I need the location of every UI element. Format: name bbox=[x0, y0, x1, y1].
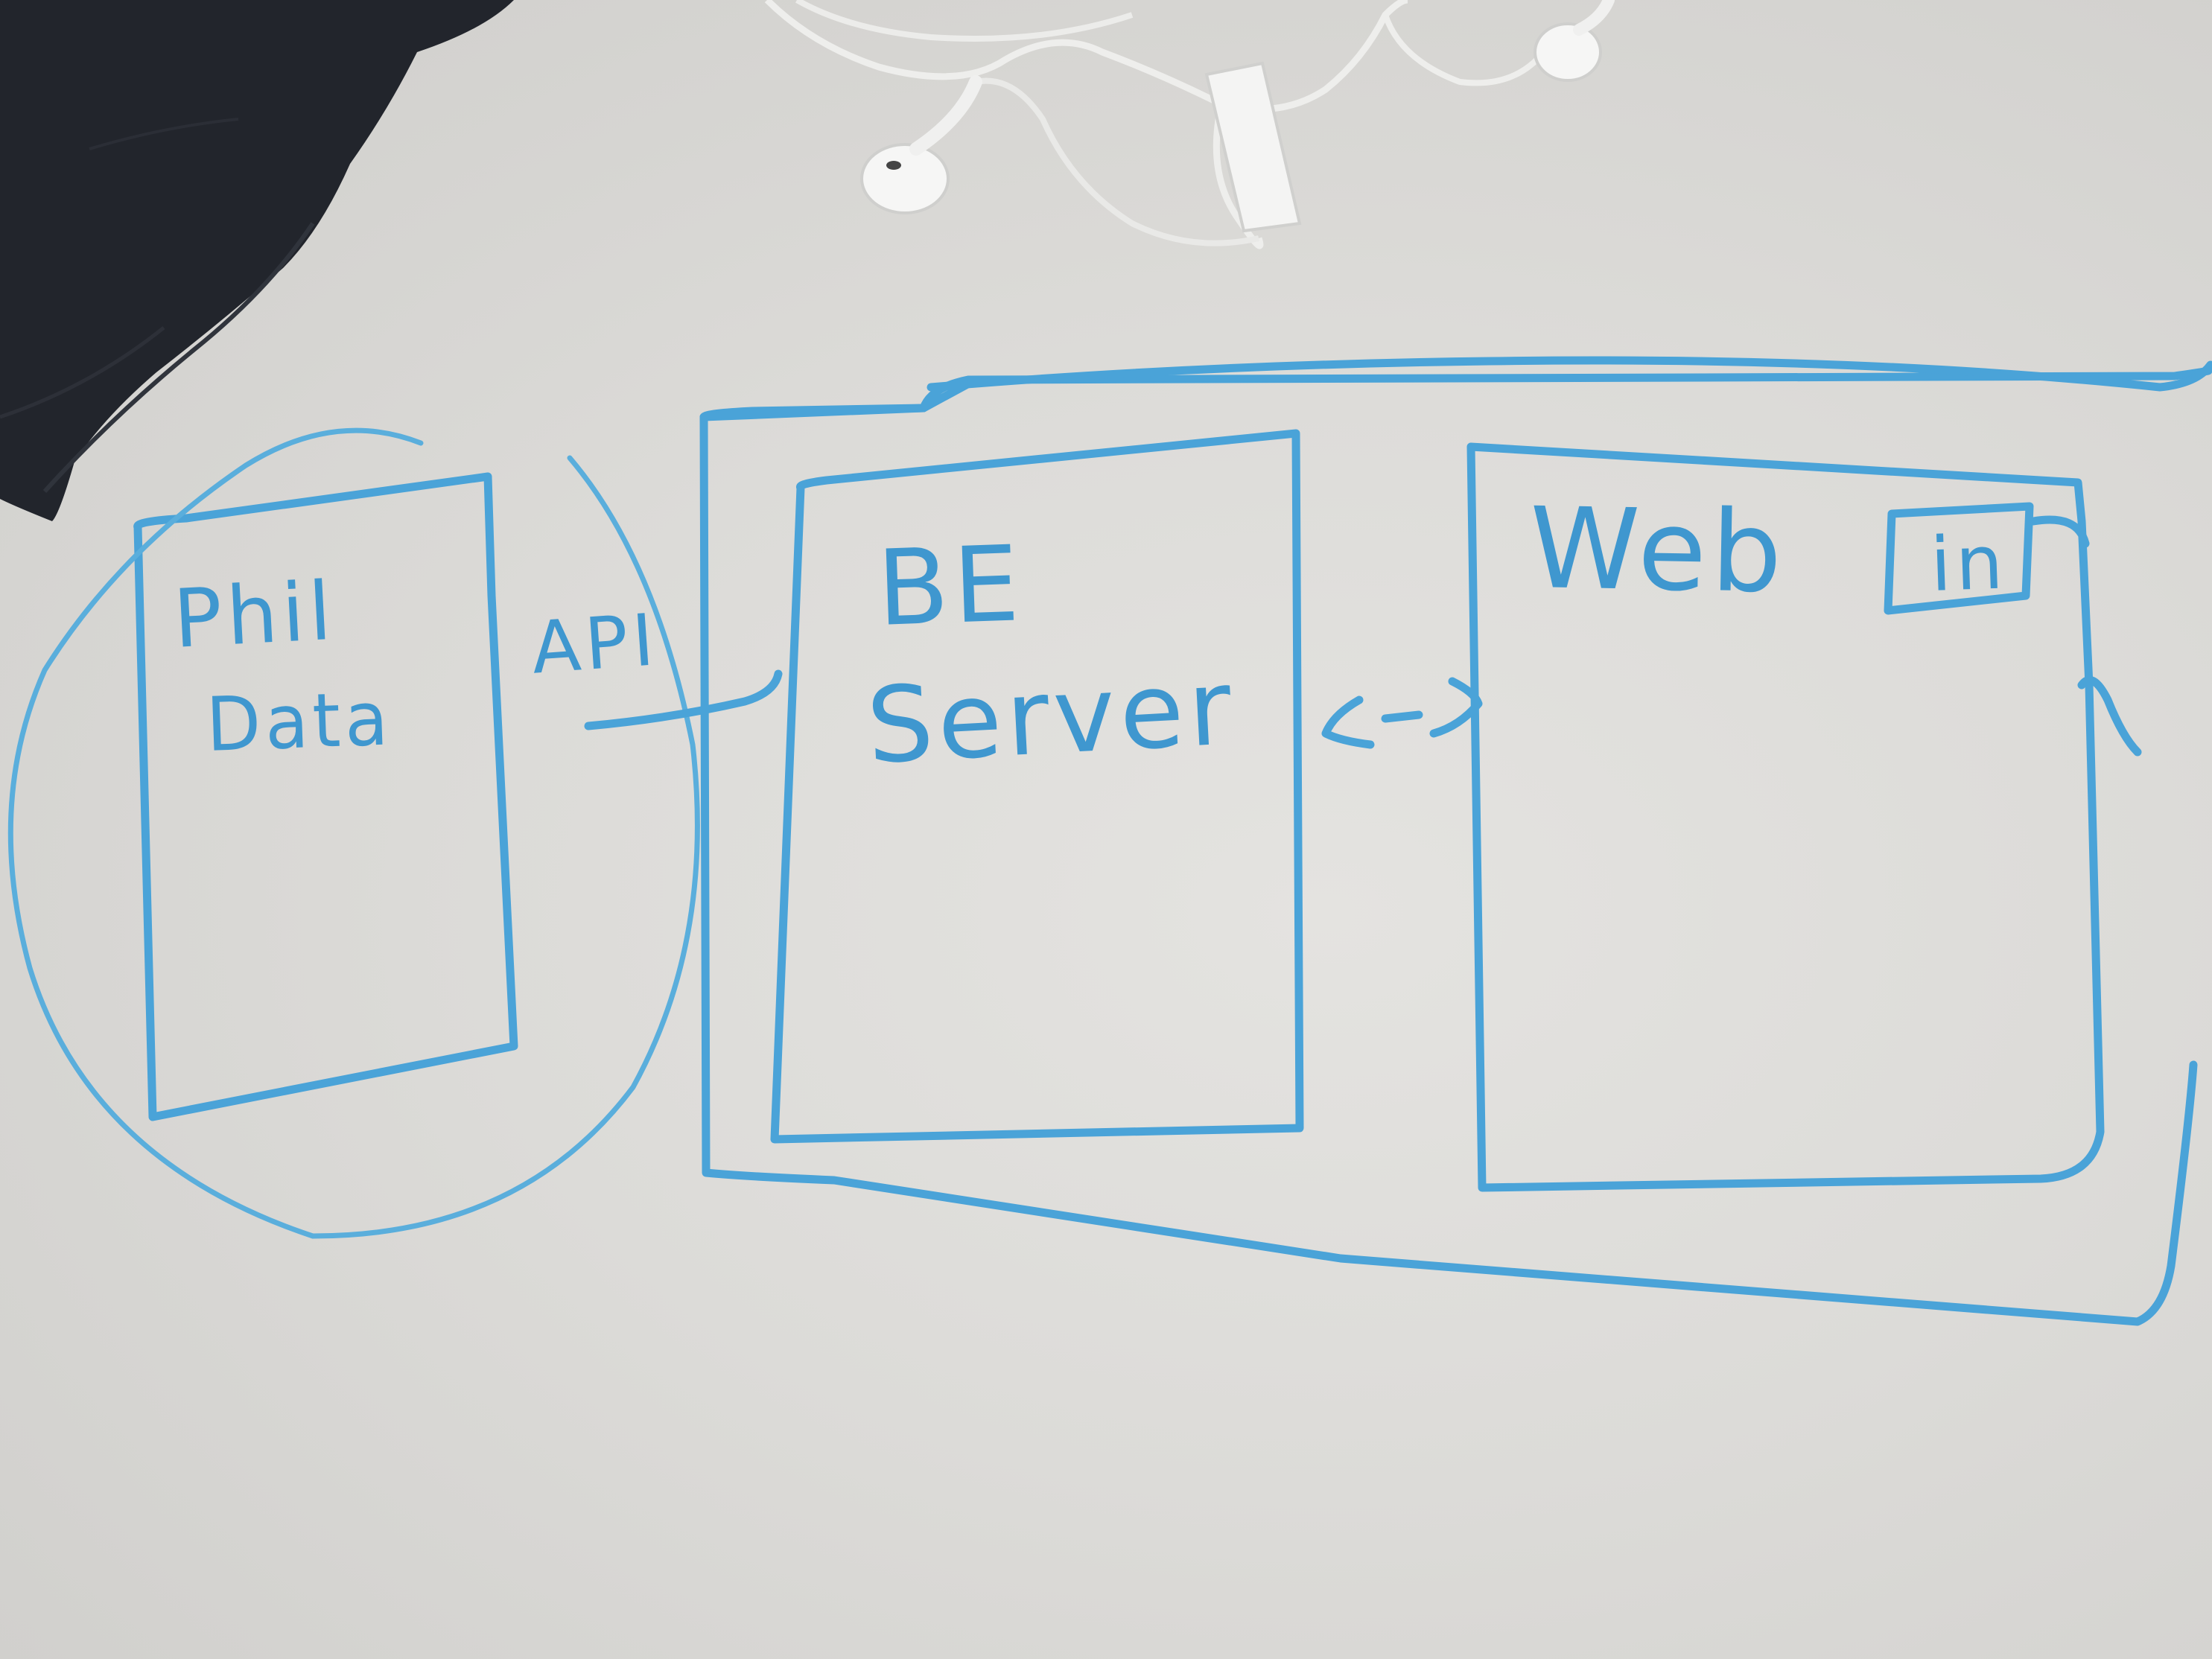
phil-data-circle bbox=[7, 427, 700, 1239]
earphones bbox=[764, 0, 1615, 249]
web-box bbox=[1466, 442, 2105, 1192]
login-button bbox=[1884, 502, 2034, 615]
be-label: BE bbox=[875, 523, 1026, 650]
web-label: Web bbox=[1528, 484, 1787, 618]
jacket bbox=[0, 0, 514, 521]
login-button-label[interactable]: in bbox=[1929, 518, 2009, 608]
api-label: API bbox=[529, 598, 661, 690]
be-server-box bbox=[770, 429, 1304, 1144]
api-connector bbox=[584, 669, 783, 730]
server-label: Server bbox=[864, 647, 1239, 788]
data-label: Data bbox=[205, 675, 394, 768]
phil-data-box bbox=[133, 472, 518, 1121]
phil-label: Phil bbox=[171, 564, 338, 666]
